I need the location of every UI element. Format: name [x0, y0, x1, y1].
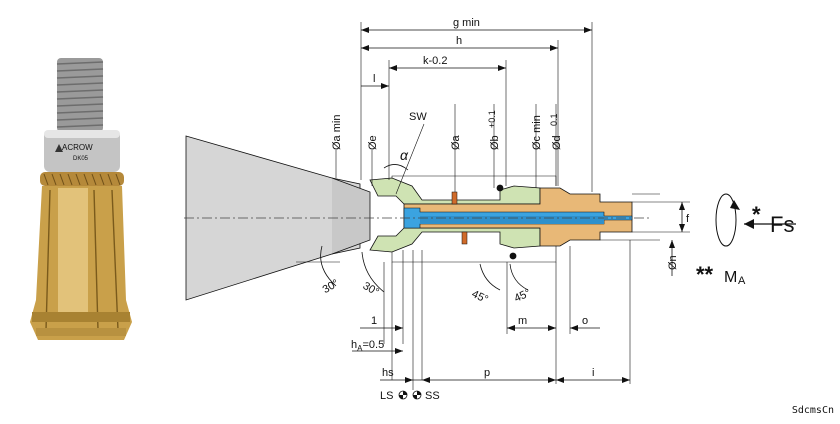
ball-upper	[496, 184, 504, 192]
collet-upper	[369, 177, 541, 205]
brand-logo-icon	[55, 144, 63, 152]
thread-lines	[56, 61, 104, 128]
top-dimensions: g min h k-0.2 l	[360, 17, 593, 192]
angle-45-left: 45°	[470, 288, 490, 306]
angle-30-left: 30°	[321, 277, 341, 296]
dim-sw: SW	[409, 111, 427, 123]
dim-g-min: g min	[453, 17, 480, 29]
product-photo: ACROW DK05	[30, 58, 132, 340]
watermark: SdcmsCn	[791, 405, 834, 416]
collet-lower	[369, 227, 541, 253]
torque-arrow-icon	[715, 193, 737, 247]
force-annotations: * Fs ** M A	[696, 193, 796, 287]
dim-ob-tol: +0.1	[487, 110, 497, 128]
ls-symbol-icon	[398, 390, 408, 400]
dim-ob: Øb	[489, 135, 501, 150]
ball-lower	[509, 252, 517, 260]
angle-annotations: 30° 30° 45° 45°	[296, 245, 533, 306]
dim-od: Ød	[551, 135, 563, 150]
fs-star: *	[752, 202, 761, 227]
ma-main: M	[724, 269, 737, 286]
dim-od-tol: 0.1	[549, 113, 559, 126]
ma-stars: **	[696, 262, 714, 287]
diameter-labels: Øa min Øe SW α Øa Øb +0.1 Øc min Ød 0.1	[331, 104, 563, 195]
dim-l: l	[373, 73, 375, 85]
dim-alpha: α	[400, 147, 409, 163]
dim-h: h	[456, 35, 462, 47]
fs-label: Fs	[770, 212, 794, 237]
dim-p: p	[484, 367, 490, 379]
bottom-dimensions: 1 m o hA=0.5 hs p i LS	[351, 240, 631, 402]
ss-symbol-icon	[412, 390, 422, 400]
pin-upper	[451, 191, 458, 205]
photo-brand: ACROW	[62, 143, 93, 152]
dim-on: Øn	[667, 255, 679, 270]
dim-ha-value: =0.5	[362, 339, 384, 351]
angle-30-right: 30°	[361, 280, 381, 299]
right-dimensions: f Øn	[600, 193, 690, 276]
dim-ha-prefix: h	[351, 339, 357, 351]
dim-oa-min: Øa min	[331, 115, 343, 150]
pin-lower	[461, 231, 468, 245]
dim-m: m	[518, 315, 527, 327]
photo-ring	[44, 130, 120, 172]
dim-hs: hs	[382, 367, 394, 379]
angle-45-right: 45°	[512, 287, 532, 305]
svg-text:hA=0.5: hA=0.5	[351, 339, 384, 353]
dim-ss: SS	[425, 390, 440, 402]
photo-code: DK05	[73, 156, 89, 162]
dim-one: 1	[371, 315, 377, 327]
ma-sub: A	[738, 275, 746, 287]
dim-ls: LS	[380, 390, 393, 402]
dim-k: k-0.2	[423, 55, 447, 67]
collet-section	[369, 175, 633, 263]
spindle-section	[185, 135, 371, 301]
dim-o: o	[582, 315, 588, 327]
dim-oa: Øa	[450, 134, 462, 150]
dim-oe: Øe	[367, 135, 379, 150]
dim-f: f	[686, 213, 690, 225]
dim-oc-min: Øc min	[531, 115, 543, 150]
dim-ha-sub: A	[357, 344, 363, 353]
dim-i: i	[592, 367, 594, 379]
